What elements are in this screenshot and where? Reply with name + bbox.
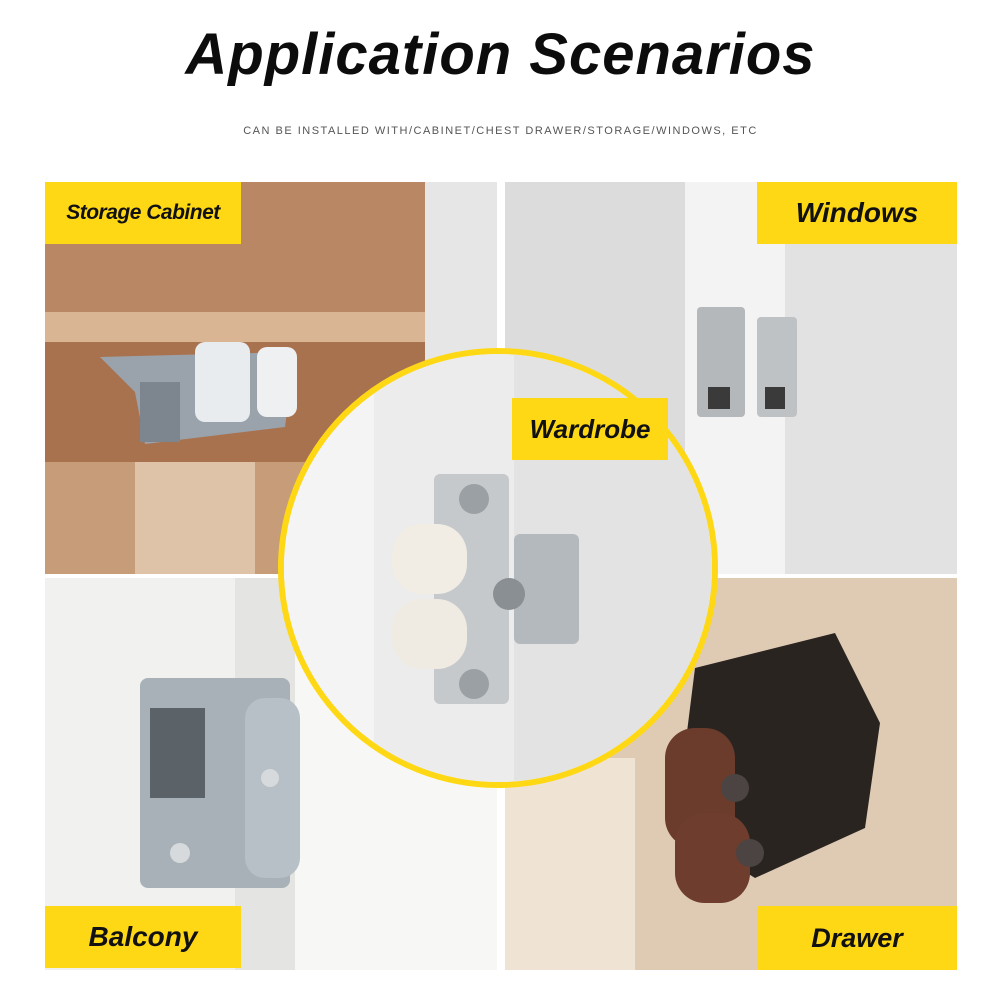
label-storage-cabinet: Storage Cabinet [45, 182, 241, 244]
drawer-photo [505, 578, 957, 970]
wardrobe-photo [278, 348, 718, 788]
label-wardrobe: Wardrobe [512, 398, 668, 460]
label-drawer: Drawer [757, 906, 957, 970]
label-windows: Windows [757, 182, 957, 244]
page-title: Application Scenarios [185, 22, 816, 87]
page-subtitle: CAN BE INSTALLED WITH/CABINET/CHEST DRAW… [243, 125, 758, 137]
label-balcony: Balcony [45, 906, 241, 968]
